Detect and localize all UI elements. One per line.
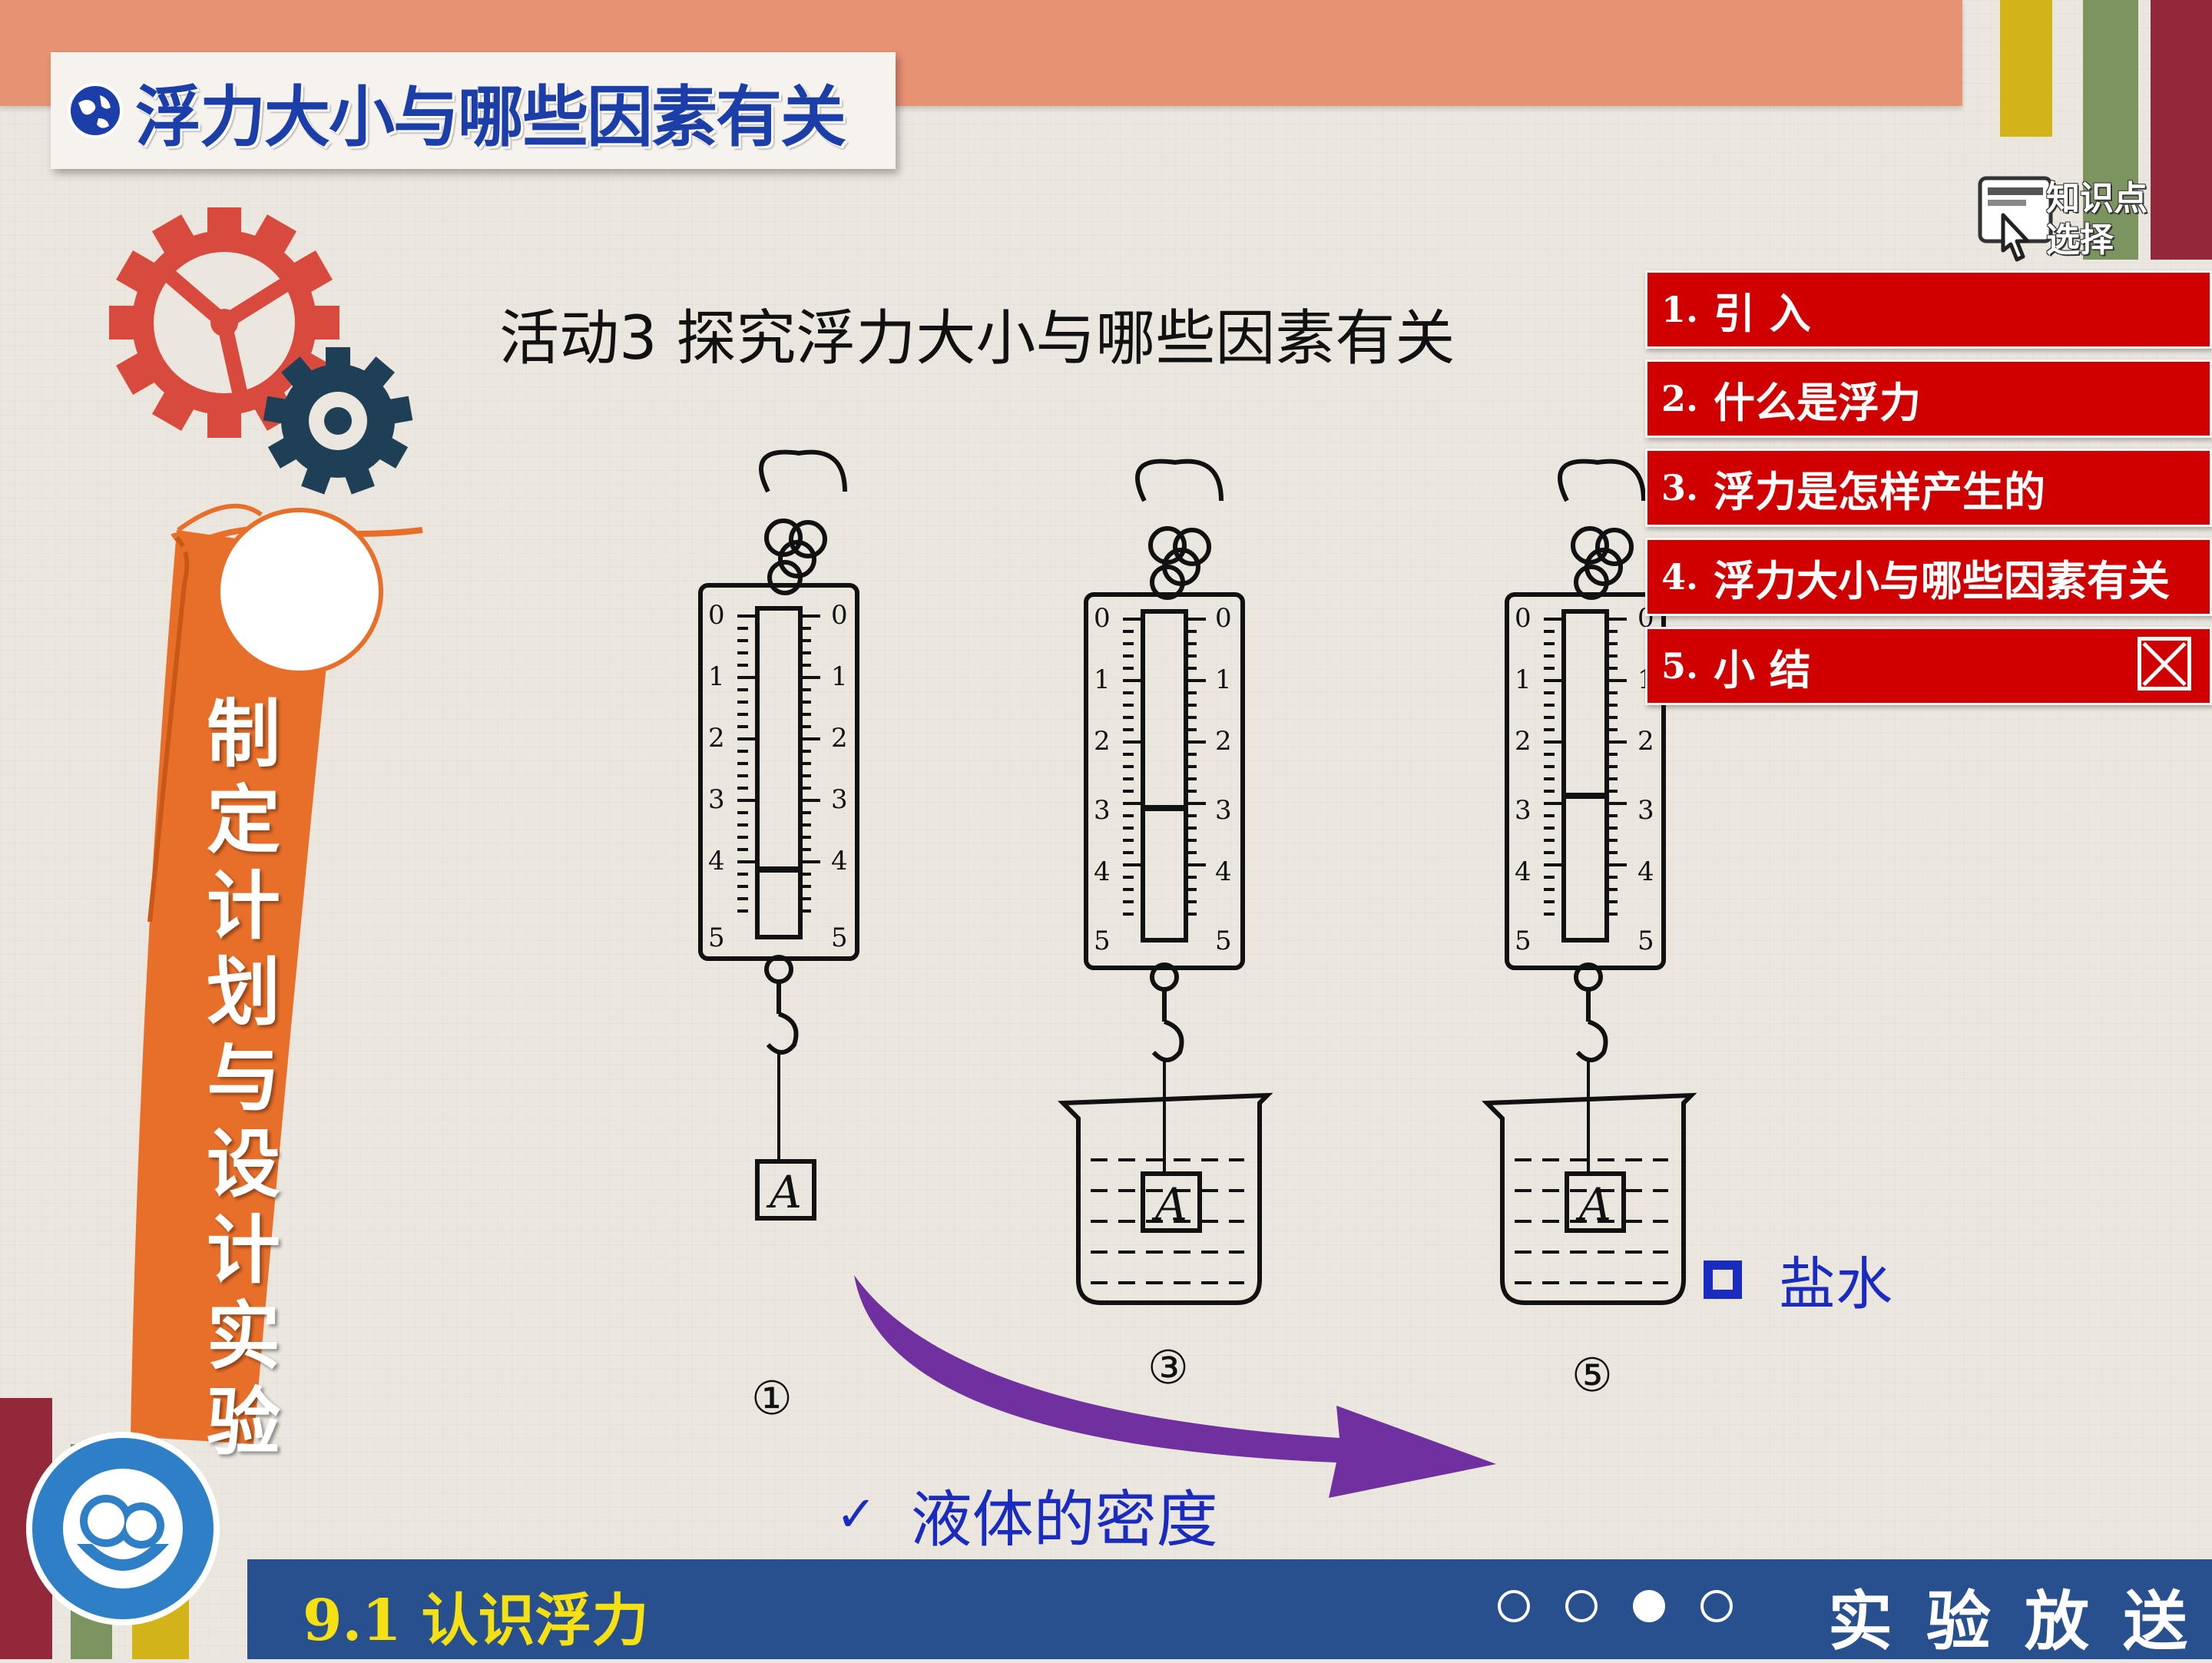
density-conclusion: ✓ 液体的密度	[836, 1470, 1218, 1559]
menu-item-buoyancy-factors[interactable]: 4. 浮力大小与哪些因素有关	[1645, 538, 2212, 616]
scale-mark: 3	[708, 784, 725, 815]
menu-item-label: 引 入	[1714, 289, 1811, 338]
menu-item-what-is-buoyancy[interactable]: 2. 什么是浮力	[1645, 359, 2212, 438]
knowledge-label-line1: 知识点	[2046, 179, 2147, 218]
footer-bar	[247, 1559, 2212, 1659]
menu-item-summary[interactable]: 5. 小 结	[1645, 627, 2212, 705]
school-logo-icon	[26, 1432, 220, 1625]
figure-label-5: ⑤	[1571, 1349, 1613, 1403]
menu-item-label: 什么是浮力	[1714, 378, 1921, 427]
sidebar-vertical-title: 制定计划与设计实验	[207, 691, 280, 1466]
page-title: 浮力大小与哪些因素有关	[135, 78, 846, 156]
menu-item-label: 浮力大小与哪些因素有关	[1714, 556, 2170, 605]
spring-scale-3	[1058, 459, 1273, 1305]
scale-mark: 2	[1094, 726, 1111, 757]
scale-mark: 3	[831, 784, 848, 815]
checkbox-icon	[1704, 1260, 1742, 1299]
page-dot-2[interactable]	[1565, 1590, 1598, 1622]
header-title-box: 浮力大小与哪些因素有关	[51, 52, 896, 169]
scale-mark: 3	[1094, 795, 1111, 826]
scale-mark: 2	[708, 723, 725, 754]
scale-mark: 1	[1094, 664, 1111, 695]
close-icon[interactable]	[2137, 637, 2191, 691]
page-dot-4[interactable]	[1700, 1590, 1733, 1622]
spring-scale-1	[698, 449, 859, 1221]
footer-experiment-label: 实验放送	[1828, 1584, 2212, 1659]
knowledge-select-label: 知识点 选择	[2046, 178, 2147, 261]
scale-mark: 1	[708, 661, 725, 692]
scale-mark: 5	[831, 923, 848, 953]
scale-mark: 4	[1215, 856, 1232, 887]
arrow-icon	[854, 1275, 1496, 1498]
salt-water-option[interactable]: 盐水	[1704, 1238, 1892, 1320]
block-label: A	[1151, 1178, 1187, 1231]
scale-mark: 2	[1637, 726, 1654, 757]
salt-water-label: 盐水	[1779, 1251, 1892, 1317]
deco-strip-green	[2083, 0, 2138, 260]
knowledge-label-line2: 选择	[2046, 220, 2114, 260]
menu-item-label: 小 结	[1714, 645, 1811, 694]
page-dot-1[interactable]	[1498, 1590, 1530, 1622]
deco-strip-maroon	[2151, 0, 2212, 260]
scale-mark: 2	[1215, 726, 1232, 757]
scale-mark: 5	[1094, 926, 1111, 956]
menu-item-label: 浮力是怎样产生的	[1714, 467, 2045, 516]
gear-icon	[109, 207, 339, 438]
menu-item-intro[interactable]: 1. 引 入	[1645, 270, 2212, 349]
footer-chapter-title: 9.1 认识浮力	[303, 1588, 649, 1654]
scale-mark: 5	[1215, 926, 1232, 956]
scale-mark: 4	[1094, 856, 1111, 887]
spring-scale-5	[1482, 459, 1697, 1305]
block-label: A	[766, 1166, 802, 1218]
menu-item-number: 5.	[1661, 645, 1699, 687]
gear-icon	[263, 347, 413, 495]
page-dot-3[interactable]	[1633, 1590, 1665, 1622]
scale-mark: 1	[1215, 664, 1232, 695]
check-icon: ✓	[836, 1486, 877, 1543]
scale-mark: 2	[831, 723, 848, 754]
scale-mark: 4	[1637, 856, 1654, 887]
scale-mark: 0	[1094, 603, 1111, 634]
knowledge-select-button[interactable]: 知识点 选择	[1972, 174, 2164, 266]
sidebar-decoration	[0, 207, 423, 1659]
scale-mark: 5	[1637, 926, 1654, 956]
knowledge-menu: 1. 引 入 2. 什么是浮力 3. 浮力是怎样产生的 4. 浮力大小与哪些因素…	[1645, 270, 2212, 716]
slide-pagination	[1498, 1590, 1768, 1622]
scale-mark: 4	[708, 846, 725, 876]
scale-mark: 4	[1515, 856, 1532, 887]
scale-mark: 0	[1215, 603, 1232, 634]
scale-mark: 1	[831, 661, 848, 692]
activity-title: 活动3 探究浮力大小与哪些因素有关	[499, 304, 1455, 373]
scale-mark: 0	[831, 600, 848, 631]
globe-icon	[68, 83, 123, 138]
block-label: A	[1575, 1178, 1611, 1231]
menu-item-number: 1.	[1661, 289, 1699, 330]
menu-item-number: 2.	[1661, 378, 1699, 419]
deco-strip-yellow	[2000, 0, 2052, 137]
scale-mark: 2	[1515, 726, 1532, 757]
scale-mark: 3	[1515, 795, 1532, 826]
menu-item-buoyancy-origin[interactable]: 3. 浮力是怎样产生的	[1645, 449, 2212, 527]
scale-mark: 5	[708, 923, 725, 953]
menu-item-number: 3.	[1661, 467, 1699, 509]
figure-label-1: ①	[751, 1372, 793, 1426]
scale-mark: 1	[1515, 664, 1532, 695]
scale-mark: 0	[1515, 603, 1532, 634]
hand-pointer-icon	[1978, 176, 2053, 262]
scale-mark: 3	[1215, 795, 1232, 826]
scale-mark: 3	[1637, 795, 1654, 826]
scale-mark: 5	[1515, 926, 1532, 956]
density-label: 液体的密度	[910, 1484, 1218, 1555]
scale-mark: 4	[831, 846, 848, 876]
scale-mark: 0	[708, 600, 725, 631]
menu-item-number: 4.	[1661, 556, 1699, 598]
figure-label-3: ③	[1147, 1341, 1189, 1395]
